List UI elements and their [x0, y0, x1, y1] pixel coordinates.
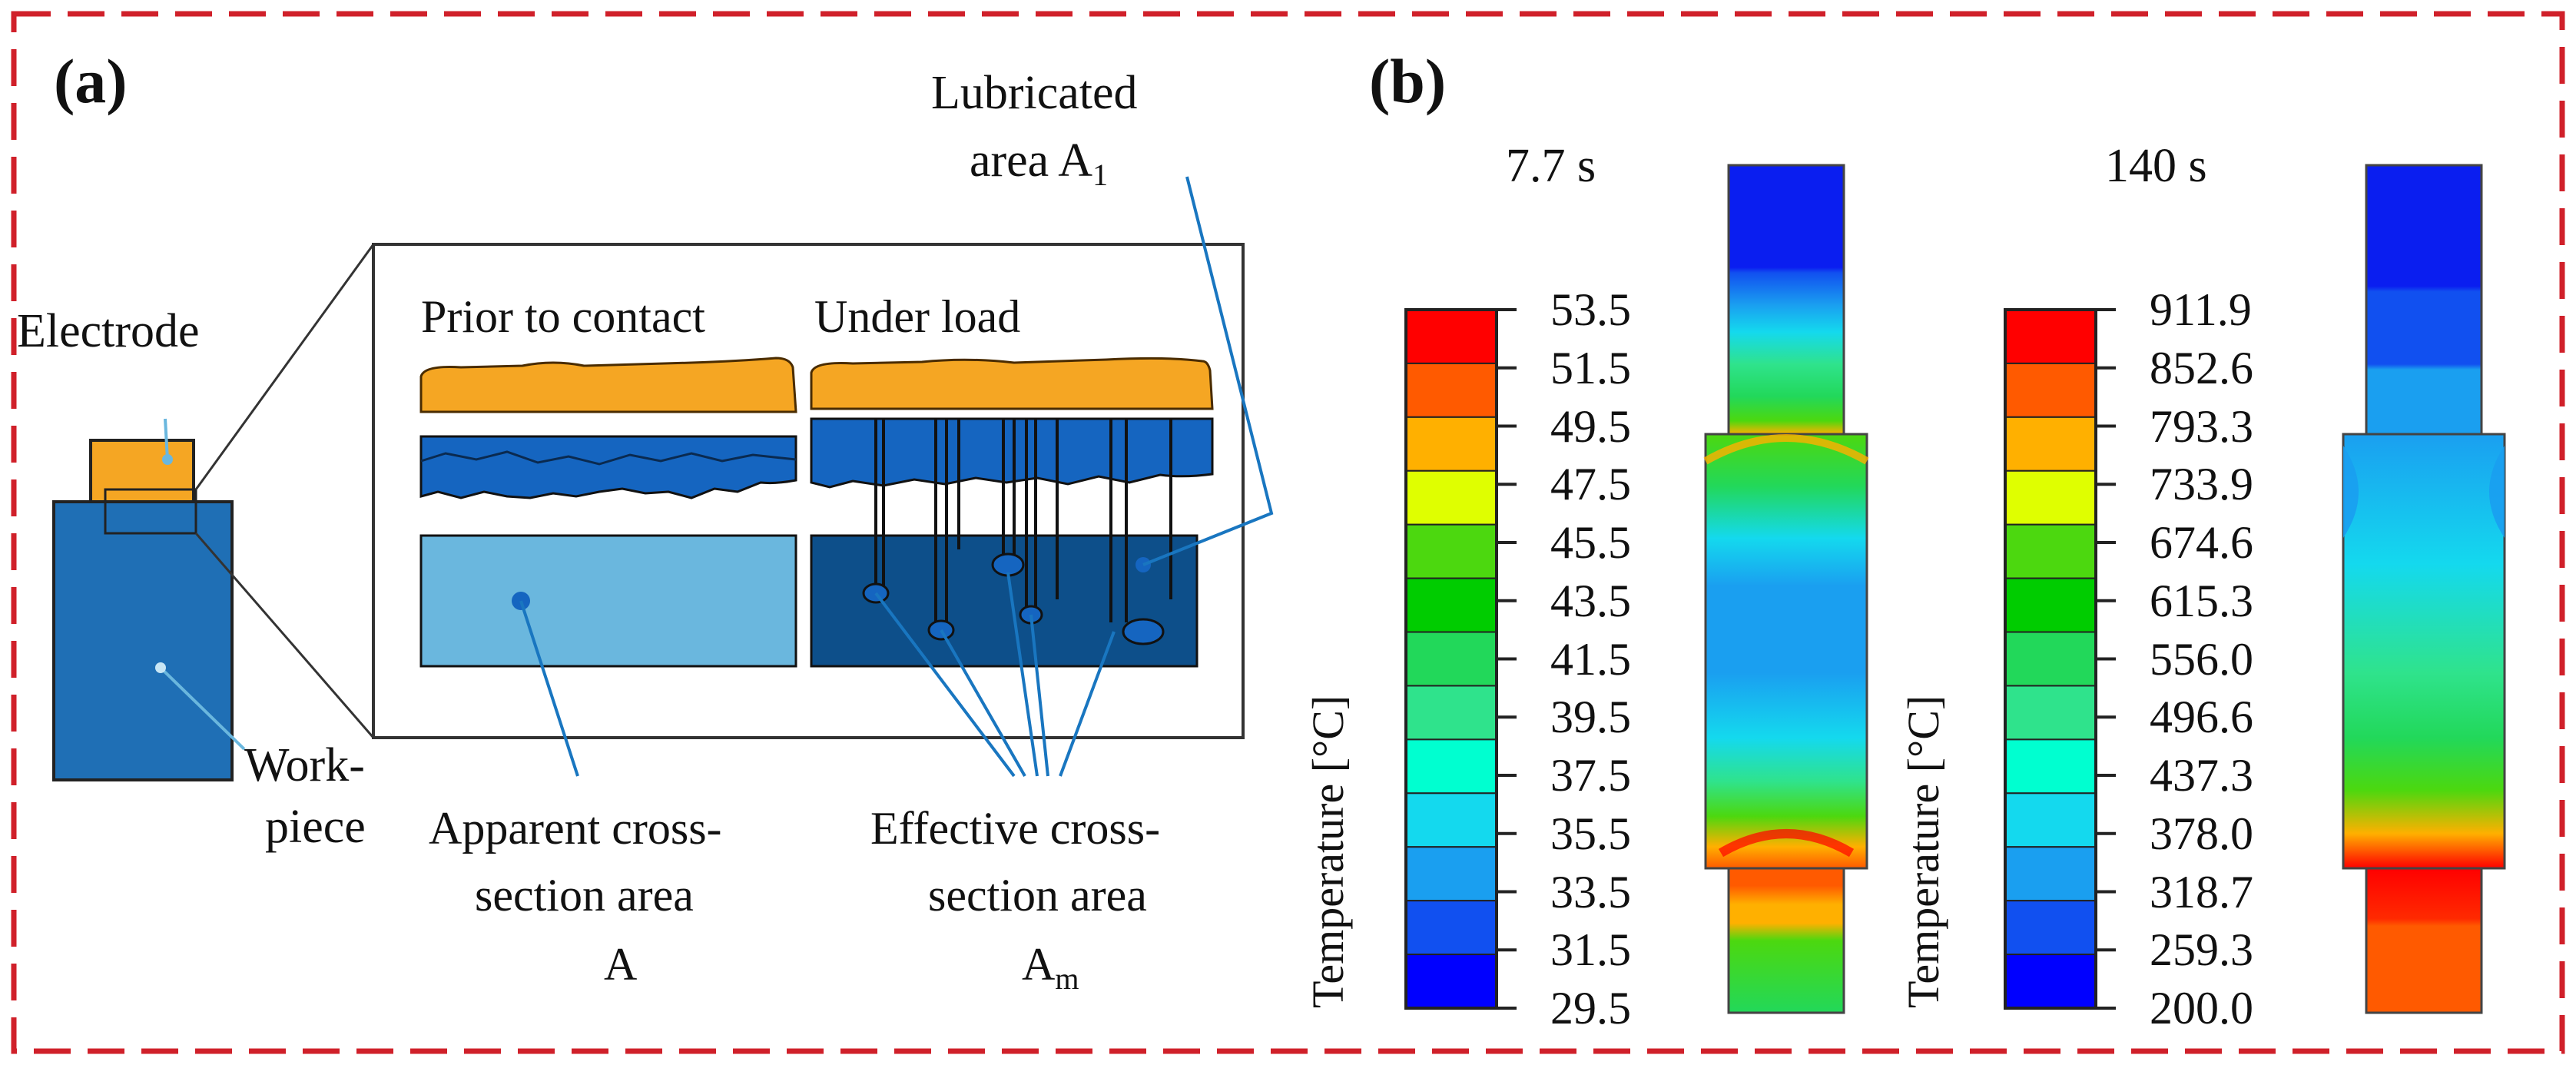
colorbar-2-segment	[2004, 738, 2097, 795]
colorbar-1-tick-label: 47.5	[1550, 459, 1631, 510]
electrode-block	[89, 439, 195, 503]
electrode-leader-dot	[162, 454, 173, 465]
colorbar-2-segment	[2004, 309, 2097, 364]
colorbar-2-tick-label: 615.3	[2150, 575, 2253, 626]
colorbar-2-segment	[2004, 631, 2097, 687]
colorbar-2-segment	[2004, 416, 2097, 472]
specimen-1-lower-pin	[1727, 867, 1845, 1014]
workpiece-label-line1: Work-	[244, 739, 365, 791]
specimen-1-upper-pin	[1727, 164, 1845, 436]
apparent-label-line1: Apparent cross-	[429, 803, 722, 854]
lubricated-subscript: 1	[1092, 158, 1109, 192]
effective-label-line1: Effective cross-	[870, 803, 1161, 854]
workpiece-leader	[159, 666, 246, 751]
colorbar-1-tick-label: 29.5	[1550, 983, 1631, 1033]
colorbar-1-tick-label: 43.5	[1550, 575, 1631, 626]
apparent-label-line2: section area	[475, 870, 694, 921]
panel-b-tag: (b)	[1369, 46, 1447, 116]
colorbar-1-tick-label: 53.5	[1550, 284, 1631, 335]
colorbar-2-tick-label: 437.3	[2150, 750, 2253, 801]
colorbar-1-tick-label: 49.5	[1550, 400, 1631, 452]
time-label-frame-1: 7.7 s	[1506, 140, 1596, 192]
prior-to-contact-label: Prior to contact	[421, 291, 705, 342]
workpiece-label-line2: piece	[265, 801, 366, 853]
specimen-2-lower-pin	[2365, 867, 2483, 1014]
colorbar-1-tick-label: 41.5	[1550, 633, 1631, 685]
lubricated-label-line1: Lubricated	[931, 67, 1138, 119]
effective-label-line2: section area	[928, 870, 1147, 921]
colorbar-1-tick-label: 37.5	[1550, 750, 1631, 801]
prior-roughness-line	[420, 450, 797, 466]
lubricated-label-line2: area A1	[970, 134, 1109, 192]
workpiece-block	[52, 500, 234, 781]
colorbar-1-segment	[1405, 954, 1497, 1009]
zoom-window	[104, 488, 197, 535]
colorbar-2-tick-label: 852.6	[2150, 342, 2253, 393]
colorbar-2-tick-label: 674.6	[2150, 517, 2253, 568]
effective-symbol: Am	[1022, 939, 1079, 996]
prior-electrode-surface	[419, 357, 797, 413]
colorbar-2-tick-label: 793.3	[2150, 400, 2253, 452]
loaded-electrode-surface	[810, 357, 1214, 410]
colorbar-1-tick-label: 39.5	[1550, 692, 1631, 743]
zoom-line-top	[194, 244, 375, 490]
colorbar-1-segment	[1405, 631, 1497, 687]
colorbar-2-tick-label: 556.0	[2150, 633, 2253, 685]
effective-subscript: m	[1055, 961, 1079, 996]
colorbar-2-tick-label: 496.6	[2150, 692, 2253, 743]
electrode-leader	[164, 418, 169, 460]
apparent-area-block	[419, 534, 797, 668]
workpiece-leader-dot	[155, 662, 166, 673]
colorbar-2-tick-label: 318.7	[2150, 866, 2253, 917]
colorbar-2-segment	[2004, 523, 2097, 579]
panel-a-tag: (a)	[54, 46, 128, 116]
prior-workpiece-surface	[419, 435, 797, 499]
electrode-label: Electrode	[17, 305, 200, 357]
colorbar-1-tick-label: 35.5	[1550, 808, 1631, 859]
apparent-leader	[519, 600, 579, 777]
colorbar-2-tick-label: 733.9	[2150, 459, 2253, 510]
zoom-line-bottom	[194, 532, 375, 738]
colorbar-2-segment	[2004, 900, 2097, 956]
time-label-frame-2: 140 s	[2105, 140, 2207, 192]
apparent-symbol: A	[604, 939, 638, 990]
colorbar-1-tick-label: 33.5	[1550, 866, 1631, 917]
colorbar-1-segment	[1405, 685, 1497, 741]
colorbar-1-tick-label: 51.5	[1550, 342, 1631, 393]
specimen-1-body	[1704, 433, 1868, 870]
colorbar-2-segment	[2004, 954, 2097, 1009]
colorbar-2-tick-label: 378.0	[2150, 808, 2253, 859]
under-load-label: Under load	[814, 291, 1021, 342]
specimen-2-upper-pin	[2365, 164, 2483, 436]
colorbar-1-segment	[1405, 792, 1497, 848]
colorbar-2-tick-label: 911.9	[2150, 284, 2252, 335]
effective-leaders	[874, 572, 1116, 778]
contact-columns	[874, 419, 1172, 630]
colorbar-2-tick-label: 259.3	[2150, 924, 2253, 976]
colorbar-2-tick-label: 200.0	[2150, 983, 2253, 1033]
colorbar-1-tick-label: 31.5	[1550, 924, 1631, 976]
lubricated-leader	[1142, 176, 1274, 566]
specimen-2-body	[2342, 433, 2506, 870]
colorbar-1-tick-label: 45.5	[1550, 517, 1631, 568]
